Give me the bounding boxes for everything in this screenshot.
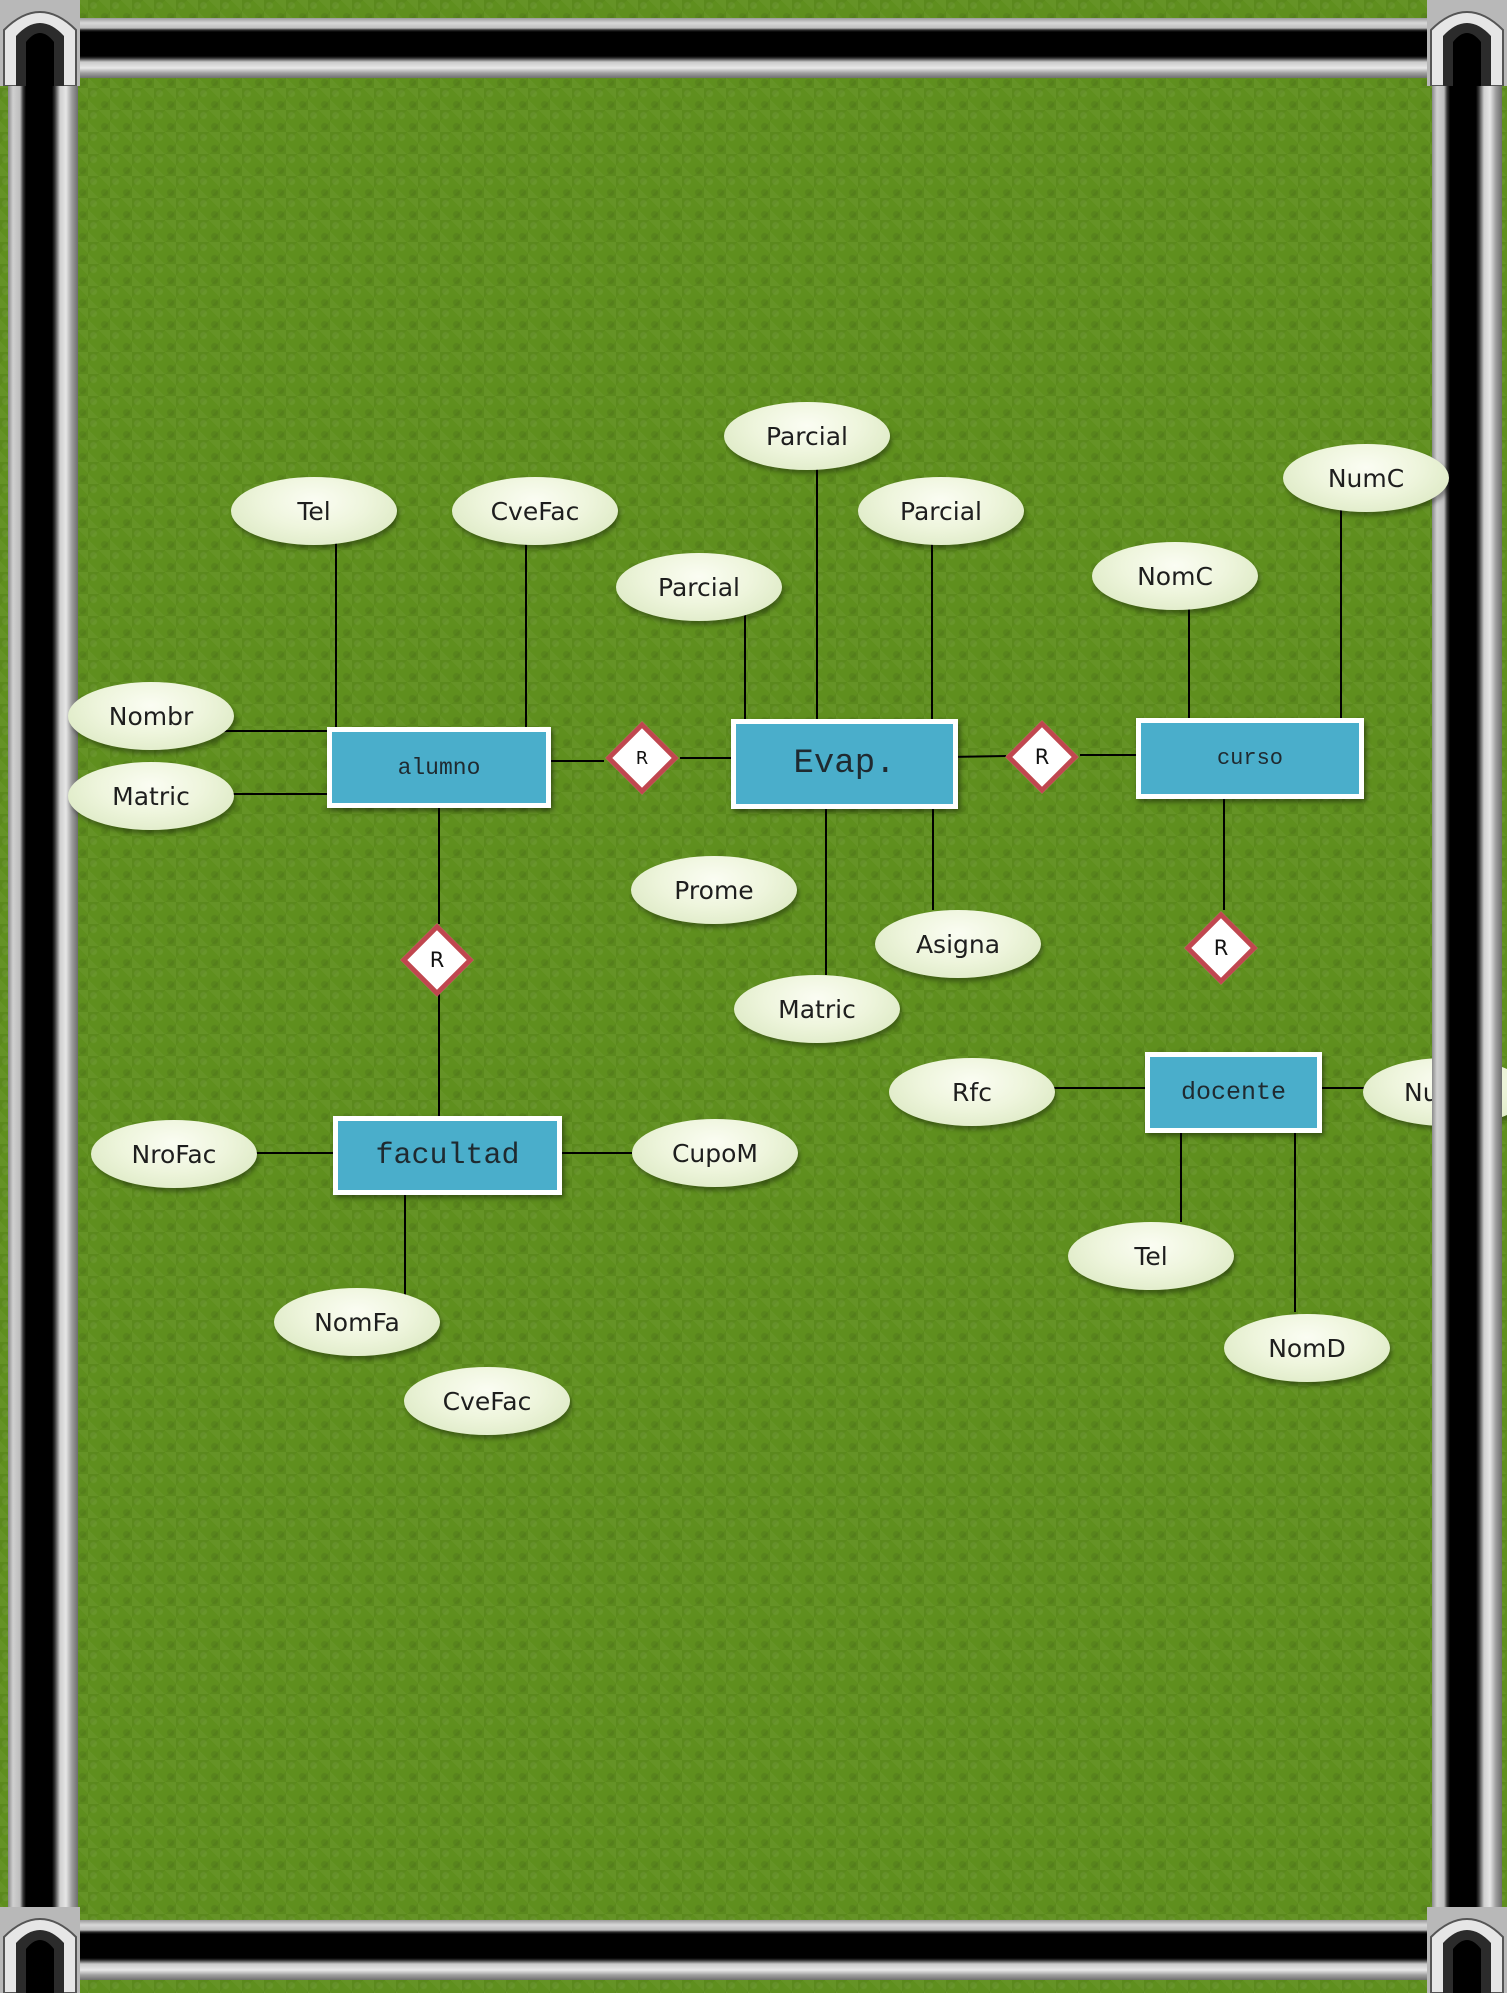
- attribute-tel-alumno[interactable]: Tel: [231, 477, 397, 545]
- attribute-cupom-facultad[interactable]: CupoM: [632, 1119, 798, 1187]
- relationship-evap-curso[interactable]: R: [1012, 727, 1072, 787]
- relationship-label: R: [407, 930, 467, 990]
- attribute-numc-curso[interactable]: NumC: [1283, 444, 1449, 512]
- attribute-rfc-docente[interactable]: Rfc: [889, 1058, 1055, 1126]
- attribute-parcial-evap-1[interactable]: Parcial: [724, 402, 890, 470]
- entity-docente[interactable]: docente: [1145, 1052, 1322, 1133]
- relationship-curso-docente[interactable]: R: [1191, 918, 1251, 978]
- attribute-nombr-alumno[interactable]: Nombr: [68, 682, 234, 750]
- frame-right-bar-overlay: [1432, 1040, 1502, 1140]
- entity-facultad[interactable]: facultad: [333, 1116, 562, 1195]
- entity-evap[interactable]: Evap.: [731, 719, 958, 809]
- attribute-cvefac-alumno[interactable]: CveFac: [452, 477, 618, 545]
- relationship-alumno-evap[interactable]: R: [612, 728, 672, 788]
- entity-alumno[interactable]: alumno: [327, 727, 551, 808]
- attribute-cvefac-facultad[interactable]: CveFac: [404, 1367, 570, 1435]
- attribute-parcial-evap-3[interactable]: Parcial: [616, 553, 782, 621]
- attribute-nrofac-facultad[interactable]: NroFac: [91, 1120, 257, 1188]
- attribute-nomc-curso[interactable]: NomC: [1092, 542, 1258, 610]
- attribute-parcial-evap-2[interactable]: Parcial: [858, 477, 1024, 545]
- entity-curso[interactable]: curso: [1136, 718, 1364, 799]
- attribute-matric-evap[interactable]: Matric: [734, 975, 900, 1043]
- relationship-alumno-facultad[interactable]: R: [407, 930, 467, 990]
- attribute-prome-evap[interactable]: Prome: [631, 856, 797, 924]
- attribute-matric-alumno[interactable]: Matric: [68, 762, 234, 830]
- attribute-tel-docente[interactable]: Tel: [1068, 1222, 1234, 1290]
- attribute-asigna-evap[interactable]: Asigna: [875, 910, 1041, 978]
- attribute-nomd-docente[interactable]: NomD: [1224, 1314, 1390, 1382]
- relationship-label: R: [612, 728, 672, 788]
- relationship-label: R: [1012, 727, 1072, 787]
- attribute-nomfa-facultad[interactable]: NomFa: [274, 1288, 440, 1356]
- relationship-label: R: [1191, 918, 1251, 978]
